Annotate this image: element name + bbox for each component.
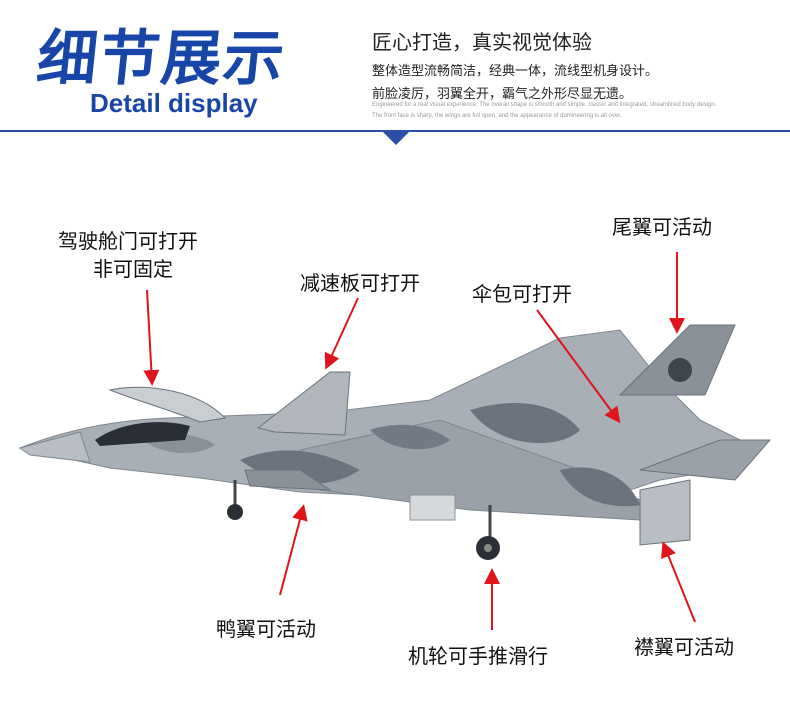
vertical-tail-2 (639, 439, 772, 481)
cockpit (95, 422, 190, 446)
label-canopy-line-2: 非可固定 (93, 257, 173, 281)
canopy-open (108, 386, 227, 423)
label-canopy-line-1: 驾驶舱门可打开 (58, 229, 198, 253)
header: 细节展示 Detail display 匠心打造，真实视觉体验 整体造型流畅简洁… (0, 0, 790, 150)
label-airbrake: 减速板可打开 (300, 271, 420, 295)
nose-wheel (227, 504, 243, 520)
main-wheel-hub (484, 544, 492, 552)
nose-cone (18, 431, 91, 463)
tagline-english-1: Engineered for a real visual experience.… (372, 102, 717, 108)
arrow-canopy (143, 289, 160, 386)
airbrake-open (256, 371, 351, 436)
tagline-line-2: 前脸凌厉，羽翼全开，霸气之外形尽显无遗。 (372, 87, 633, 102)
tagline-english-2: The front face is sharp, the wings are f… (372, 113, 622, 119)
label-parachute: 伞包可打开 (472, 282, 572, 306)
weapons-bay-door (409, 494, 456, 521)
page-subtitle: Detail display (90, 88, 258, 118)
camo-patch (370, 424, 450, 450)
tagline-line-1: 整体造型流畅简洁，经典一体，流线型机身设计。 (372, 64, 659, 79)
tail-insignia (668, 358, 692, 382)
arrow-canard (279, 504, 308, 596)
label-wheels: 机轮可手推滑行 (408, 644, 548, 668)
camo-patch (470, 402, 580, 444)
arrow-flaps (661, 541, 696, 623)
arrow-parachute (536, 309, 621, 424)
camo-patch (560, 467, 640, 507)
label-tail: 尾翼可活动 (612, 215, 712, 239)
label-canard: 鸭翼可活动 (216, 617, 316, 641)
canard (244, 469, 332, 491)
flap (639, 479, 691, 546)
arrow-airbrake (324, 297, 359, 370)
divider-notch-icon (382, 131, 410, 145)
label-flaps: 襟翼可活动 (634, 635, 734, 659)
tagline-main: 匠心打造，真实视觉体验 (372, 30, 592, 54)
